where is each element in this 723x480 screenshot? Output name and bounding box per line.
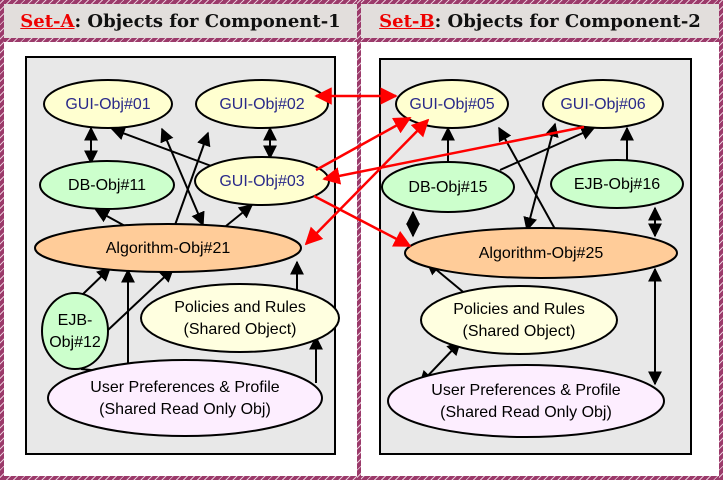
node-alg21: Algorithm-Obj#21: [34, 223, 302, 273]
node-label: (Shared Read Only Obj): [440, 404, 612, 421]
node-shape: [41, 292, 109, 370]
node-label: GUI-Obj#01: [65, 96, 150, 113]
node-shape: [404, 227, 678, 279]
node-label: User Preferences & Profile: [431, 382, 621, 399]
node-label: (Shared Object): [184, 321, 297, 338]
set-b-title: : Objects for Component-2: [434, 10, 701, 32]
node-shape: [39, 160, 175, 210]
edge-ejb12-alg21: [107, 268, 175, 331]
node-usr2: User Preferences & Profile (Shared Read O…: [387, 364, 665, 438]
frame-top: [0, 0, 723, 4]
set-b-label: Set-B: [379, 10, 435, 32]
node-label: (Shared Object): [463, 323, 576, 340]
node-label: Obj#12: [49, 334, 101, 351]
node-alg25: Algorithm-Obj#25: [404, 227, 678, 279]
node-ejb12: EJB- Obj#12: [41, 292, 109, 370]
node-shape: [542, 79, 664, 129]
node-label: Policies and Rules: [453, 301, 585, 318]
node-label: GUI-Obj#05: [409, 96, 494, 113]
node-label: User Preferences & Profile: [90, 379, 280, 396]
node-pol2: Policies and Rules (Shared Object): [420, 285, 618, 355]
node-label: DB-Obj#15: [408, 179, 487, 196]
node-gui06: GUI-Obj#06: [542, 79, 664, 129]
set-a-title: : Objects for Component-1: [74, 10, 341, 32]
frame-header-bottom: [0, 38, 723, 42]
node-label: EJB-Obj#16: [574, 176, 660, 193]
set-a-label: Set-A: [20, 10, 75, 32]
node-gui02: GUI-Obj#02: [195, 79, 329, 129]
node-ejb16: EJB-Obj#16: [550, 159, 684, 209]
node-db15: DB-Obj#15: [381, 161, 515, 213]
node-usr1: User Preferences & Profile (Shared Read O…: [47, 359, 323, 437]
cross-edge-gui05-alg21: [304, 118, 430, 246]
node-label: GUI-Obj#03: [219, 173, 304, 190]
node-gui05: GUI-Obj#05: [395, 79, 509, 129]
node-gui03: GUI-Obj#03: [194, 156, 330, 206]
edge-alg21-gui03: [225, 204, 254, 227]
node-label: Algorithm-Obj#21: [106, 240, 231, 257]
edge-alg21-db11: [94, 209, 126, 227]
frame-bottom: [0, 476, 723, 480]
edge-gui06-alg25: [523, 122, 559, 232]
node-label: DB-Obj#11: [68, 177, 146, 194]
node-shape: [43, 79, 173, 129]
node-label: GUI-Obj#02: [219, 96, 304, 113]
node-gui01: GUI-Obj#01: [43, 79, 173, 129]
edge-ejb12-alg21: [81, 267, 112, 296]
node-shape: [420, 285, 618, 355]
node-shape: [550, 159, 684, 209]
panel-a-title: Set-A: Objects for Component-1: [4, 4, 357, 38]
node-shape: [34, 223, 302, 273]
node-db11: DB-Obj#11: [39, 160, 175, 210]
frame-left: [0, 0, 4, 480]
panel-b-title: Set-B: Objects for Component-2: [361, 4, 719, 38]
edge-alg21-gui02: [174, 131, 211, 226]
node-label: (Shared Read Only Obj): [99, 401, 271, 418]
node-shape: [387, 364, 665, 438]
node-label: Algorithm-Obj#25: [479, 245, 604, 262]
node-pol1: Policies and Rules (Shared Object): [140, 283, 340, 353]
node-shape: [47, 359, 323, 437]
node-shape: [140, 283, 340, 353]
node-label: EJB-: [58, 312, 93, 329]
node-label: GUI-Obj#06: [560, 96, 645, 113]
frame-right: [719, 0, 723, 480]
edge-gui01-alg21: [160, 127, 205, 227]
node-label: Policies and Rules: [174, 299, 306, 316]
